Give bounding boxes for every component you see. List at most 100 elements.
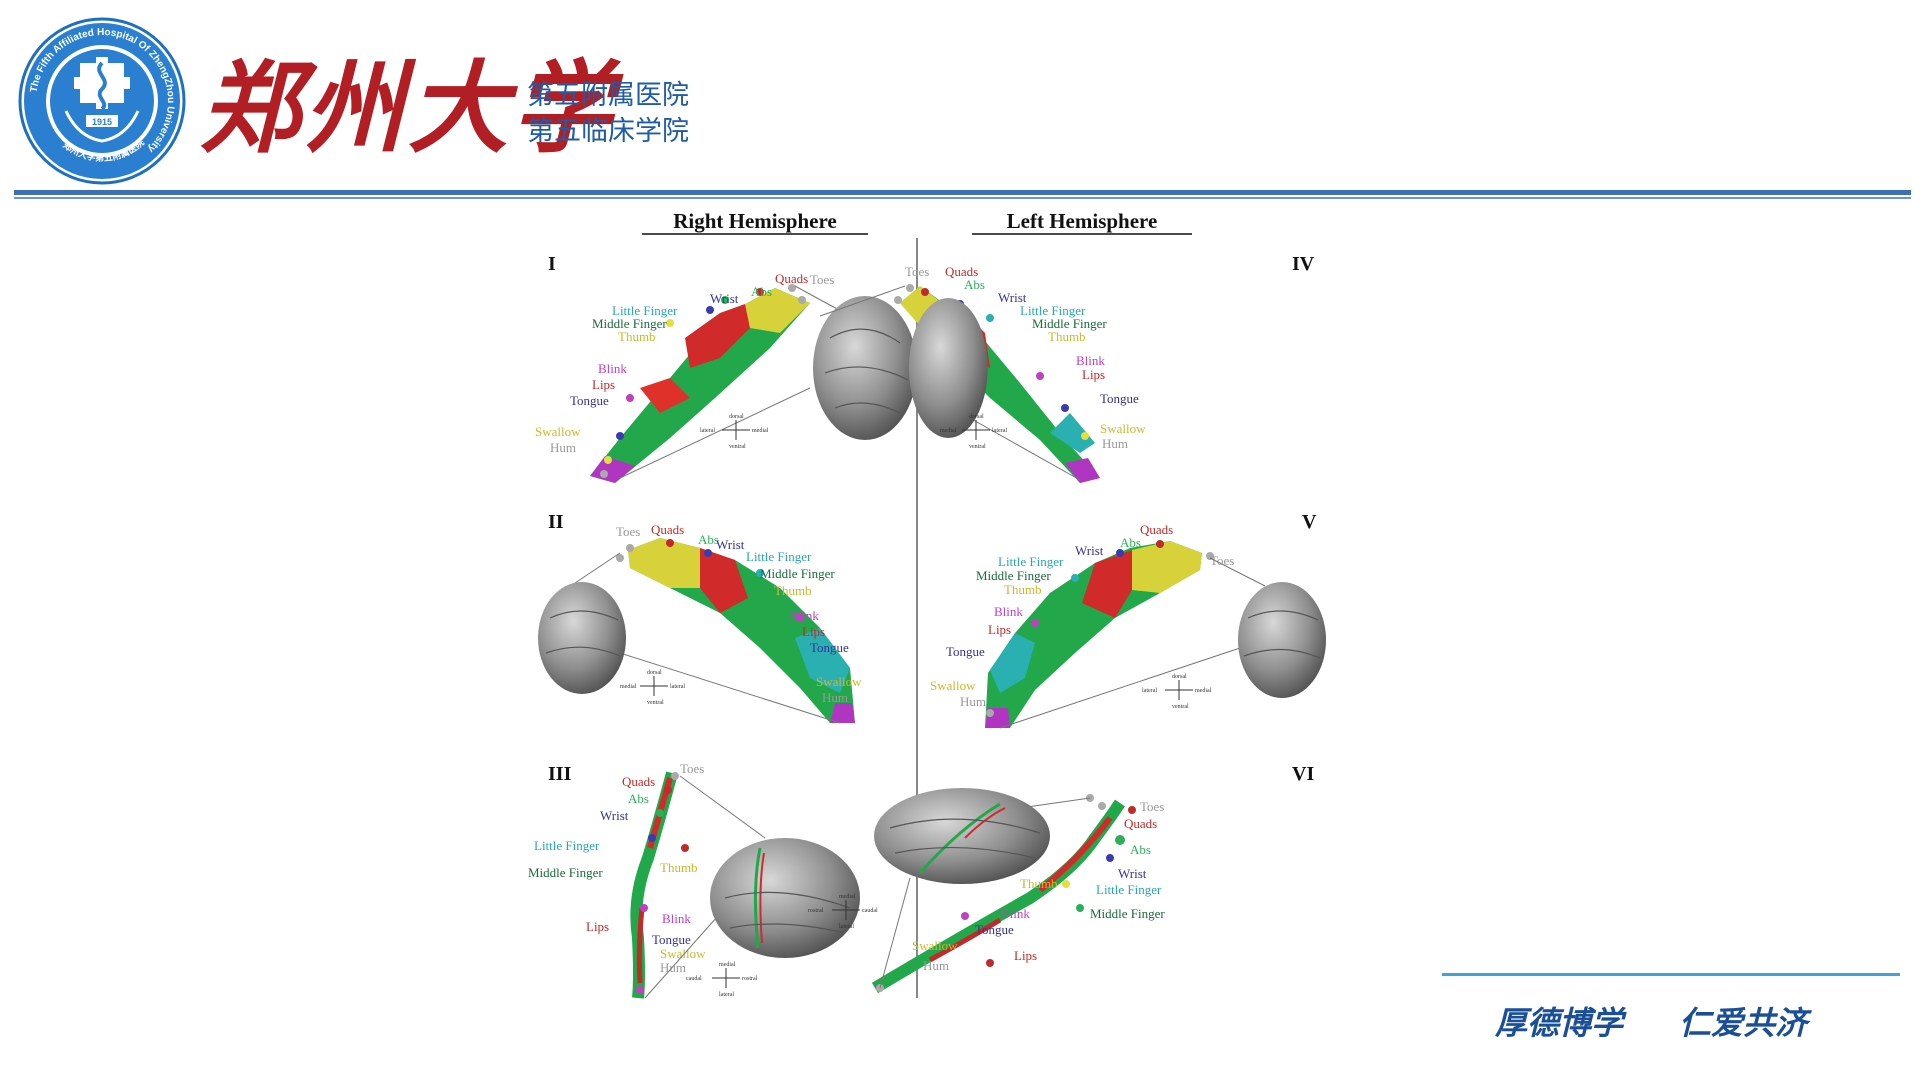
header-divider bbox=[14, 190, 1911, 195]
svg-text:caudal: caudal bbox=[686, 976, 702, 982]
brain-icon bbox=[710, 838, 860, 958]
label-middle-finger: Middle Finger bbox=[1090, 906, 1165, 921]
label-thumb: Thumb bbox=[1004, 582, 1042, 597]
panel-label-iii: III bbox=[548, 763, 572, 785]
orientation-compass-icon: medial lateral rostral caudal bbox=[808, 894, 878, 930]
label-blink: Blink bbox=[1076, 353, 1105, 368]
panel-iv: Quads Toes Abs Wrist Little Finger Middl… bbox=[819, 264, 1146, 483]
svg-text:lateral: lateral bbox=[670, 684, 685, 690]
label-swallow: Swallow bbox=[912, 938, 958, 953]
panel-label-v: V bbox=[1302, 511, 1317, 533]
label-middle-finger: Middle Finger bbox=[592, 316, 667, 331]
label-quads: Quads bbox=[775, 271, 808, 286]
label-wrist: Wrist bbox=[1118, 866, 1147, 881]
school-motto: 厚德博学 仁爱共济 bbox=[1495, 998, 1863, 1044]
svg-text:caudal: caudal bbox=[862, 908, 878, 914]
label-abs: Abs bbox=[751, 284, 772, 299]
panel-label-ii: II bbox=[548, 511, 564, 533]
brain-icon bbox=[813, 296, 917, 440]
label-toes: Toes bbox=[680, 761, 704, 776]
label-abs: Abs bbox=[964, 277, 985, 292]
label-toes: Toes bbox=[905, 264, 929, 279]
cortex-region-cyan bbox=[990, 633, 1035, 693]
cortex-region-cyan bbox=[795, 628, 850, 693]
panel-v: Quads Toes Abs Wrist Little Finger Middl… bbox=[930, 522, 1326, 729]
svg-text:medial: medial bbox=[620, 684, 637, 690]
svg-text:ventral: ventral bbox=[969, 444, 986, 450]
label-tongue: Tongue bbox=[570, 393, 609, 408]
label-quads: Quads bbox=[622, 774, 655, 789]
left-hemisphere-title: Left Hemisphere bbox=[1007, 209, 1158, 233]
svg-text:dorsal: dorsal bbox=[647, 670, 662, 676]
motto-part-1: 厚德博学 bbox=[1495, 1004, 1624, 1042]
panel-ii: Quads Toes Abs Wrist Little Finger Middl… bbox=[538, 522, 862, 724]
institution-subtitle: 第五附属医院 第五临床学院 bbox=[527, 78, 689, 150]
svg-text:lateral: lateral bbox=[700, 428, 715, 434]
label-wrist: Wrist bbox=[710, 291, 739, 306]
motor-cortex-figure: Right Hemisphere Left Hemisphere I II II… bbox=[528, 209, 1326, 999]
label-lips: Lips bbox=[988, 622, 1011, 637]
label-hum: Hum bbox=[822, 690, 848, 705]
orientation-compass-icon: dorsal ventral medial lateral bbox=[620, 670, 685, 706]
label-swallow: Swallow bbox=[535, 424, 581, 439]
svg-text:dorsal: dorsal bbox=[729, 414, 744, 420]
label-swallow: Swallow bbox=[930, 678, 976, 693]
label-blink: Blink bbox=[662, 911, 691, 926]
motto-part-2: 仁爱共济 bbox=[1679, 1004, 1808, 1042]
footer-divider bbox=[1442, 973, 1900, 976]
orientation-compass-icon: medial lateral caudal rostral bbox=[686, 962, 758, 998]
label-thumb: Thumb bbox=[774, 583, 812, 598]
svg-text:medial: medial bbox=[839, 894, 856, 900]
svg-text:medial: medial bbox=[1195, 688, 1212, 694]
cortex-region-red bbox=[1082, 550, 1132, 618]
label-little-finger: Little Finger bbox=[998, 554, 1064, 569]
label-middle-finger: Middle Finger bbox=[1032, 316, 1107, 331]
svg-text:ventral: ventral bbox=[647, 700, 664, 706]
label-tongue: Tongue bbox=[946, 644, 985, 659]
panel-label-vi: VI bbox=[1292, 763, 1314, 785]
cortex-region-red bbox=[640, 378, 690, 413]
svg-text:medial: medial bbox=[719, 962, 736, 968]
label-little-finger: Little Finger bbox=[612, 303, 678, 318]
label-wrist: Wrist bbox=[1075, 543, 1104, 558]
label-hum: Hum bbox=[660, 960, 686, 975]
label-tongue: Tongue bbox=[1100, 391, 1139, 406]
panel-iii: Toes Quads Abs Wrist Little Finger Middl… bbox=[528, 761, 860, 999]
label-tongue: Tongue bbox=[975, 922, 1014, 937]
cortex-region-cyan bbox=[1050, 413, 1095, 453]
label-swallow: Swallow bbox=[1100, 421, 1146, 436]
label-blink: Blink bbox=[994, 604, 1023, 619]
panel-label-iv: IV bbox=[1292, 253, 1315, 275]
label-quads: Quads bbox=[1124, 816, 1157, 831]
orientation-compass-icon: dorsal ventral medial lateral bbox=[940, 414, 1007, 450]
brain-icon bbox=[874, 788, 1050, 884]
label-middle-finger: Middle Finger bbox=[528, 865, 603, 880]
label-abs: Abs bbox=[628, 791, 649, 806]
label-abs: Abs bbox=[1130, 842, 1151, 857]
logo-year: 1915 bbox=[92, 117, 112, 127]
label-wrist: Wrist bbox=[716, 537, 745, 552]
label-swallow: Swallow bbox=[816, 674, 862, 689]
panel-vi: Toes Quads Abs Wrist Little Finger Middl… bbox=[808, 788, 1165, 994]
svg-text:lateral: lateral bbox=[992, 428, 1007, 434]
label-middle-finger: Middle Finger bbox=[976, 568, 1051, 583]
svg-text:ventral: ventral bbox=[729, 444, 746, 450]
label-tongue: Tongue bbox=[810, 640, 849, 655]
label-swallow: Swallow bbox=[660, 946, 706, 961]
label-quads: Quads bbox=[1140, 522, 1173, 537]
university-name: 郑州大学 bbox=[200, 49, 616, 167]
svg-text:dorsal: dorsal bbox=[1172, 674, 1187, 680]
panel-i: Quads Toes Abs Wrist Little Finger Middl… bbox=[535, 271, 917, 483]
svg-text:dorsal: dorsal bbox=[969, 414, 984, 420]
label-quads: Quads bbox=[651, 522, 684, 537]
label-thumb: Thumb bbox=[618, 329, 656, 344]
svg-text:medial: medial bbox=[940, 428, 957, 434]
label-abs: Abs bbox=[698, 532, 719, 547]
label-lips: Lips bbox=[802, 624, 825, 639]
header-divider-thin bbox=[14, 197, 1911, 199]
label-lips: Lips bbox=[1014, 948, 1037, 963]
label-abs: Abs bbox=[1120, 535, 1141, 550]
label-toes: Toes bbox=[1210, 553, 1234, 568]
label-wrist: Wrist bbox=[998, 290, 1027, 305]
cortex-region-magenta bbox=[830, 703, 855, 723]
